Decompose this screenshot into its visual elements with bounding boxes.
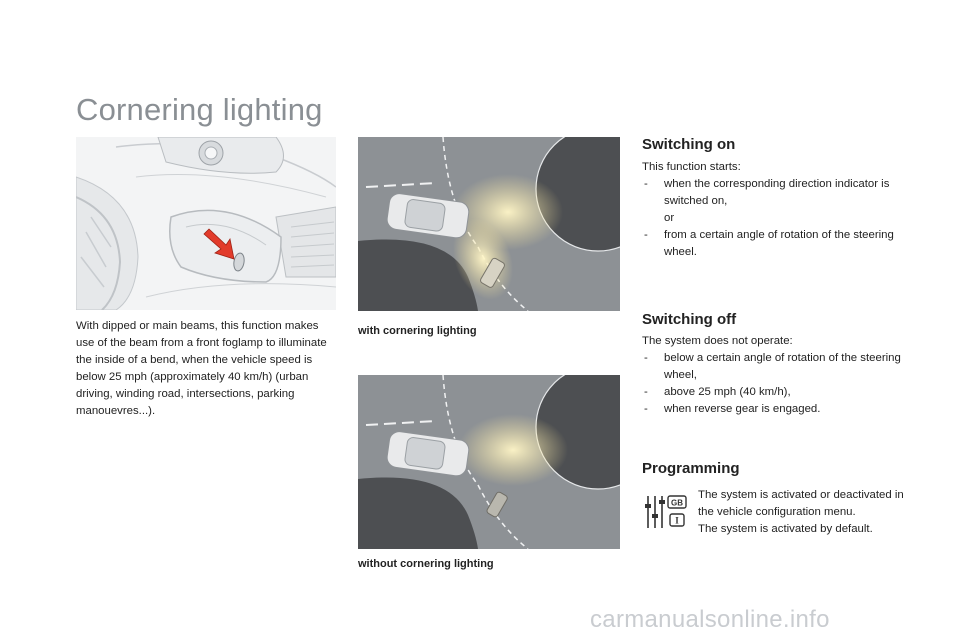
i-label: I (675, 516, 679, 526)
caption-with-cornering-lighting: with cornering lighting (358, 325, 477, 337)
or-text: or (664, 212, 675, 224)
programming-text-line: The system is activated or deactivated i… (698, 489, 904, 518)
switching-on-text: This function starts: - when the corresp… (642, 159, 912, 261)
top-view-without-lighting (358, 375, 620, 549)
bullet-dash: - (644, 229, 648, 241)
switching-off-text: The system does not operate: - below a c… (642, 333, 912, 418)
switching-off-bullet: - when reverse gear is engaged. (642, 401, 912, 418)
car-front-drawing (76, 137, 336, 310)
bullet-text: when reverse gear is engaged. (664, 403, 821, 415)
bullet-text: from a certain angle of rotation of the … (664, 229, 894, 258)
bullet-dash: - (644, 386, 648, 398)
heading-switching-on: Switching on (642, 136, 736, 153)
with-cornering-lighting-illustration (358, 137, 620, 311)
top-view-with-lighting (358, 137, 620, 311)
switching-off-bullet: - above 25 mph (40 km/h), (642, 384, 912, 401)
configuration-menu-icon: GB I (644, 494, 688, 530)
settings-sliders-icon: GB I (645, 495, 687, 528)
switching-off-intro: The system does not operate: (642, 335, 793, 347)
without-cornering-lighting-illustration (358, 375, 620, 549)
bullet-text: below a certain angle of rotation of the… (664, 352, 901, 381)
bullet-text: when the corresponding direction indicat… (664, 178, 890, 207)
switching-on-intro: This function starts: (642, 161, 741, 173)
bullet-text: above 25 mph (40 km/h), (664, 386, 791, 398)
switching-on-bullet: - from a certain angle of rotation of th… (642, 227, 912, 261)
switching-on-bullet: - when the corresponding direction indic… (642, 176, 912, 210)
bullet-dash: - (644, 352, 648, 364)
watermark: carmanualsonline.info (590, 606, 830, 633)
gb-label: GB (671, 499, 683, 508)
car-front-foglamp-illustration (76, 137, 336, 310)
intro-paragraph: With dipped or main beams, this function… (76, 320, 327, 417)
page-title: Cornering lighting (76, 92, 323, 127)
programming-text-line: The system is activated by default. (698, 523, 873, 535)
switching-off-bullet: - below a certain angle of rotation of t… (642, 350, 912, 384)
heading-programming: Programming (642, 460, 740, 477)
bullet-dash: - (644, 178, 648, 190)
bullet-dash: - (644, 403, 648, 415)
heading-switching-off: Switching off (642, 311, 737, 328)
caption-without-cornering-lighting: without cornering lighting (358, 558, 494, 570)
programming-text: The system is activated or deactivated i… (698, 487, 908, 538)
